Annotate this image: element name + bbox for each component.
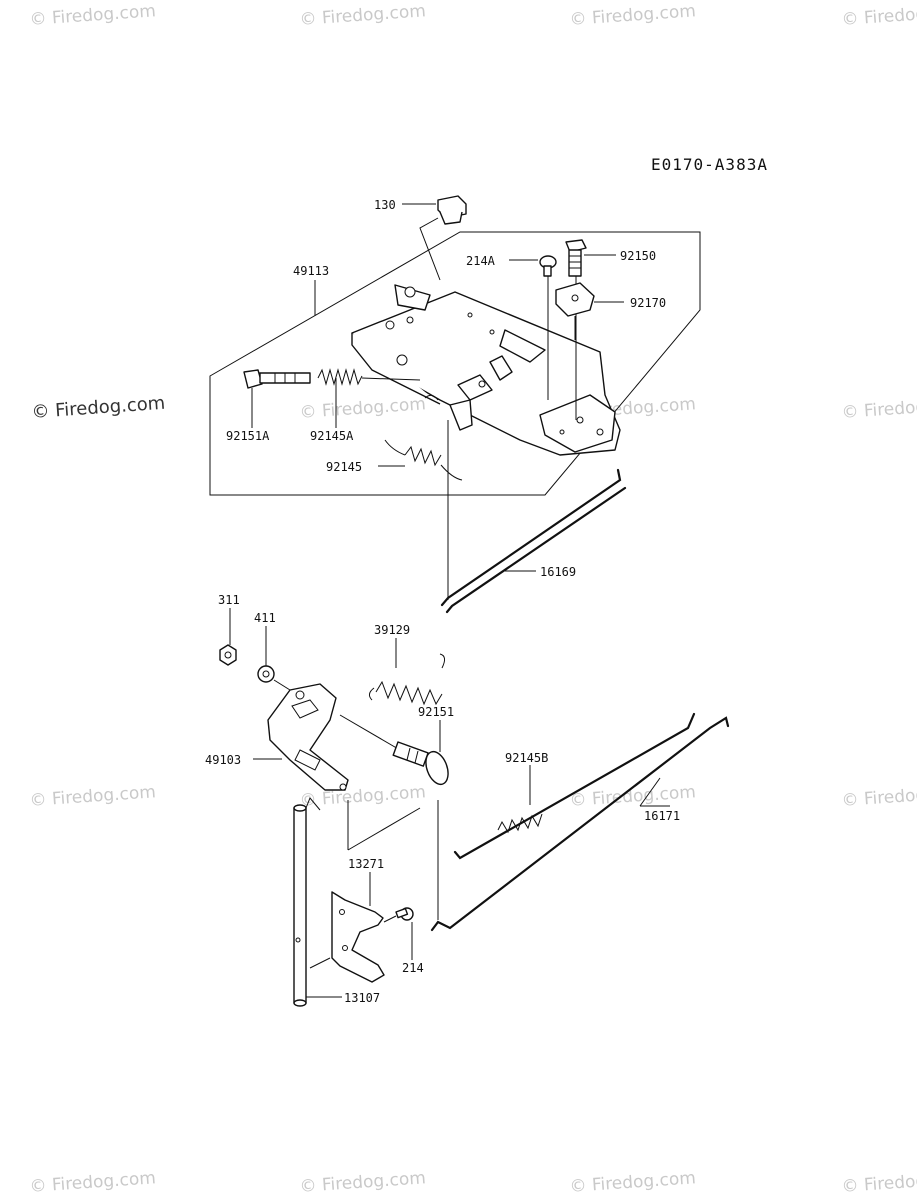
rod-16171-drawing xyxy=(430,712,730,932)
lever-49103-drawing xyxy=(267,683,349,791)
bolt-130-drawing xyxy=(419,195,467,281)
watermark-text: © Firedog.com xyxy=(29,1168,157,1197)
screw-214-drawing xyxy=(383,907,414,923)
nut-311-drawing xyxy=(219,644,237,666)
screw-214a-drawing xyxy=(539,255,557,400)
part-label-92151: 92151 xyxy=(418,705,454,719)
watermark-text: © Firedog.com xyxy=(29,782,157,811)
leader-lines xyxy=(229,203,670,998)
part-label-130: 130 xyxy=(374,198,396,212)
part-labels: 130 49113 214A 92150 92170 92151A 92145A… xyxy=(205,198,680,1005)
part-label-92145: 92145 xyxy=(326,460,362,474)
part-label-13107: 13107 xyxy=(344,991,380,1005)
bolt-92151a-drawing xyxy=(243,369,311,389)
spring-92145a-drawing xyxy=(317,368,421,386)
drawing-code: E0170-A383A xyxy=(651,155,768,174)
washer-411-drawing xyxy=(257,665,291,691)
spring-39129-drawing xyxy=(368,653,446,706)
part-label-214a: 214A xyxy=(466,254,496,268)
part-label-92170: 92170 xyxy=(630,296,666,310)
part-label-214: 214 xyxy=(402,961,424,975)
rod-16169-drawing xyxy=(440,420,627,614)
watermark-text: © Firedog.com xyxy=(31,393,166,423)
watermark-text: © Firedog.com xyxy=(299,1168,427,1197)
watermark-text: © Firedog.com xyxy=(841,1,917,30)
watermark-text: © Firedog.com xyxy=(299,782,427,811)
part-label-49113: 49113 xyxy=(293,264,329,278)
bracket-13271-drawing xyxy=(309,800,421,983)
bolt-92151-drawing xyxy=(339,714,449,786)
watermark-text: © Firedog.com xyxy=(569,1168,697,1197)
clip-92170-drawing xyxy=(555,282,595,340)
part-label-16171: 16171 xyxy=(644,809,680,823)
spring-92145-drawing xyxy=(384,439,463,481)
watermark-text: © Firedog.com xyxy=(569,1,697,30)
part-label-92145a: 92145A xyxy=(310,429,354,443)
part-label-92150: 92150 xyxy=(620,249,656,263)
part-label-16169: 16169 xyxy=(540,565,576,579)
watermark-text: © Firedog.com xyxy=(299,394,427,423)
part-label-13271: 13271 xyxy=(348,857,384,871)
assembly-outline xyxy=(209,231,701,496)
watermark-text: © Firedog.com xyxy=(29,1,157,30)
watermark-text: © Firedog.com xyxy=(841,394,917,423)
bolt-92150-drawing xyxy=(565,239,587,420)
part-label-92145b: 92145B xyxy=(505,751,548,765)
watermark-text: © Firedog.com xyxy=(841,782,917,811)
control-plate-drawing xyxy=(351,284,621,456)
watermark-text: © Firedog.com xyxy=(841,1168,917,1197)
watermark-text: © Firedog.com xyxy=(299,1,427,30)
shaft-13107-drawing xyxy=(293,797,321,1007)
part-label-311: 311 xyxy=(218,593,240,607)
part-label-92151a: 92151A xyxy=(226,429,270,443)
part-label-49103: 49103 xyxy=(205,753,241,767)
part-label-411: 411 xyxy=(254,611,276,625)
watermark-layer: © Firedog.com © Firedog.com © Firedog.co… xyxy=(29,1,917,1197)
part-label-39129: 39129 xyxy=(374,623,410,637)
